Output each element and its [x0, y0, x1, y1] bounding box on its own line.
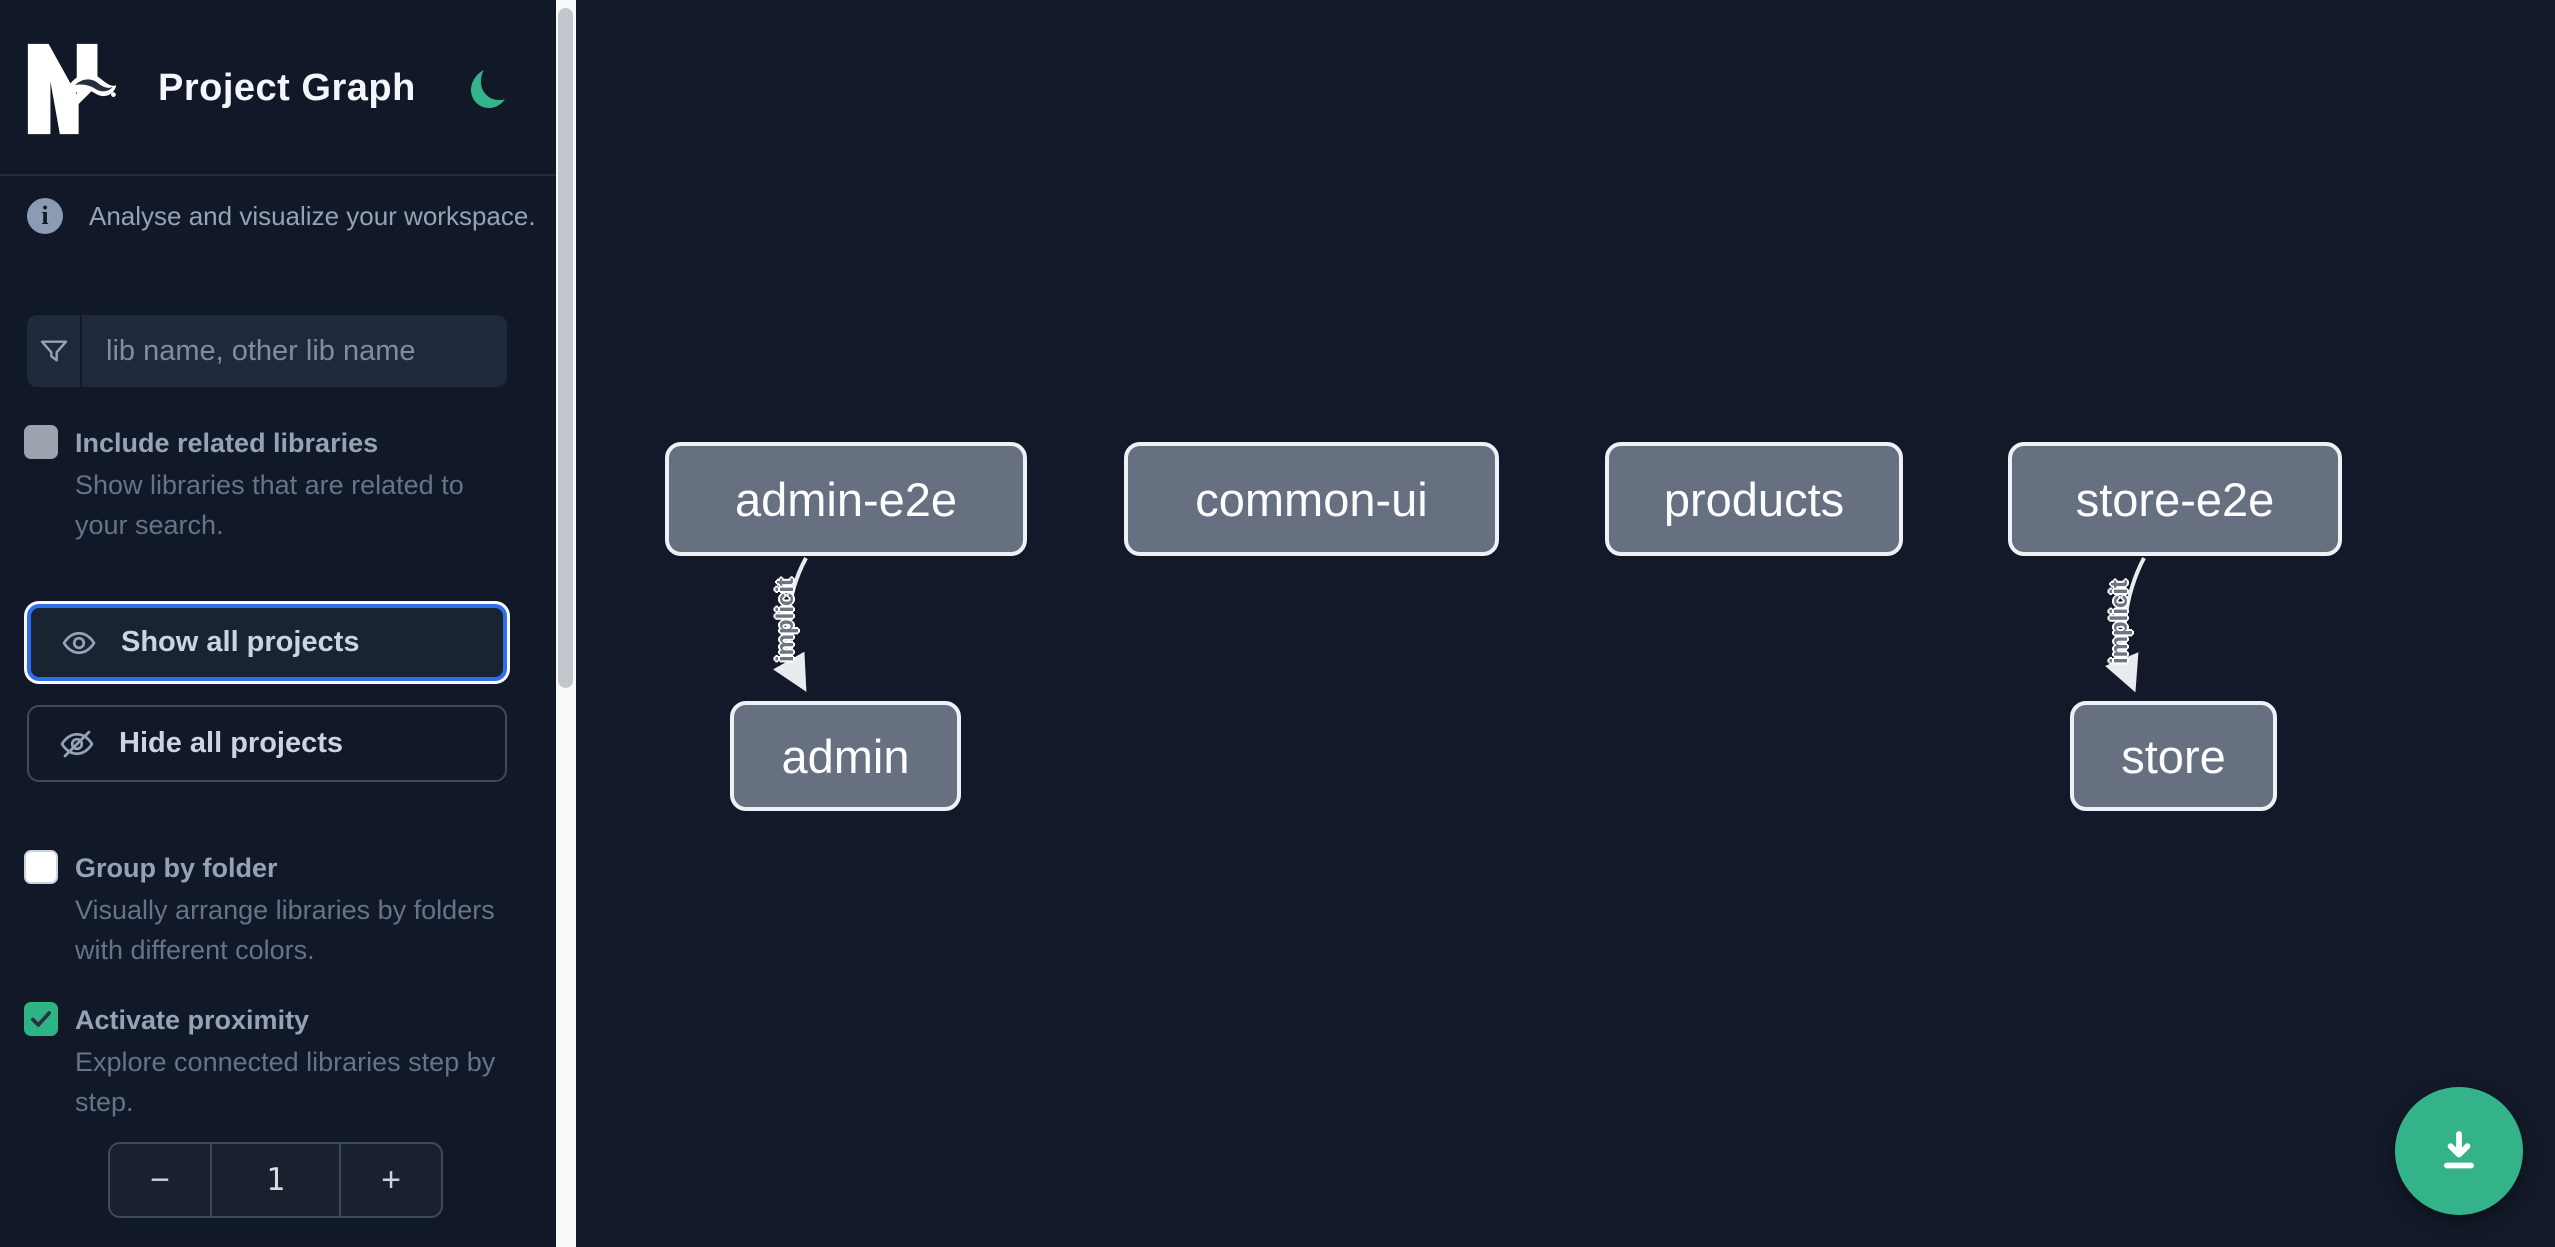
nx-logo	[26, 42, 120, 136]
download-image-button[interactable]	[2395, 1087, 2523, 1215]
depth-value[interactable]: 1	[210, 1144, 341, 1216]
project-graph-canvas[interactable]: implicit implicit admin-e2e common-ui pr…	[576, 0, 2555, 1247]
option-label: Group by folder	[75, 853, 278, 883]
include-related-checkbox[interactable]	[24, 425, 58, 459]
show-all-projects-button[interactable]: Show all projects	[27, 604, 507, 681]
sidebar: Project Graph i Analyse and visualize yo…	[0, 0, 556, 1247]
option-activate-proximity: Activate proximity Explore connected lib…	[24, 1000, 524, 1122]
option-description: Show libraries that are related to your …	[75, 470, 464, 540]
option-include-related-libraries: Include related libraries Show libraries…	[24, 423, 524, 545]
increment-button[interactable]: +	[381, 1160, 401, 1199]
library-filter	[27, 315, 507, 387]
option-label: Include related libraries	[75, 428, 379, 458]
project-node-store-e2e[interactable]: store-e2e	[2008, 442, 2342, 556]
activate-proximity-checkbox[interactable]	[24, 1002, 58, 1036]
moon-icon[interactable]	[468, 68, 508, 110]
group-by-folder-checkbox[interactable]	[24, 850, 58, 884]
workspace-info: i Analyse and visualize your workspace.	[27, 198, 536, 234]
sidebar-header: Project Graph	[0, 0, 556, 176]
button-label: Hide all projects	[119, 727, 344, 759]
eye-off-icon	[59, 726, 95, 762]
project-node-products[interactable]: products	[1605, 442, 1903, 556]
download-icon	[2444, 1131, 2474, 1169]
option-description: Explore connected libraries step by step…	[75, 1047, 496, 1117]
edge-store-e2e-to-store	[2105, 557, 2146, 693]
dependency-edges	[773, 557, 2146, 693]
info-icon: i	[27, 198, 63, 234]
project-node-admin-e2e[interactable]: admin-e2e	[665, 442, 1027, 556]
edge-admin-e2e-to-admin	[773, 557, 808, 692]
project-node-admin[interactable]: admin	[730, 701, 961, 811]
sidebar-scrollbar-thumb[interactable]	[558, 8, 573, 688]
page-title: Project Graph	[158, 66, 416, 109]
check-icon	[31, 1011, 51, 1027]
eye-icon	[61, 625, 97, 661]
button-label: Show all projects	[121, 626, 360, 658]
project-node-store[interactable]: store	[2070, 701, 2277, 811]
option-group-by-folder: Group by folder Visually arrange librari…	[24, 848, 524, 970]
proximity-depth-stepper: − 1 +	[108, 1142, 443, 1218]
option-label: Activate proximity	[75, 1005, 310, 1035]
hide-all-projects-button[interactable]: Hide all projects	[27, 705, 507, 782]
info-text: Analyse and visualize your workspace.	[89, 200, 536, 231]
search-input[interactable]	[82, 315, 507, 387]
edge-label-implicit: implicit	[2106, 579, 2134, 665]
edge-label-implicit: implicit	[772, 577, 800, 663]
decrement-button[interactable]: −	[150, 1160, 170, 1199]
project-node-common-ui[interactable]: common-ui	[1124, 442, 1499, 556]
filter-funnel-icon	[27, 315, 82, 387]
option-description: Visually arrange libraries by folders wi…	[75, 895, 495, 965]
sidebar-scrollbar-track[interactable]	[556, 0, 576, 1247]
